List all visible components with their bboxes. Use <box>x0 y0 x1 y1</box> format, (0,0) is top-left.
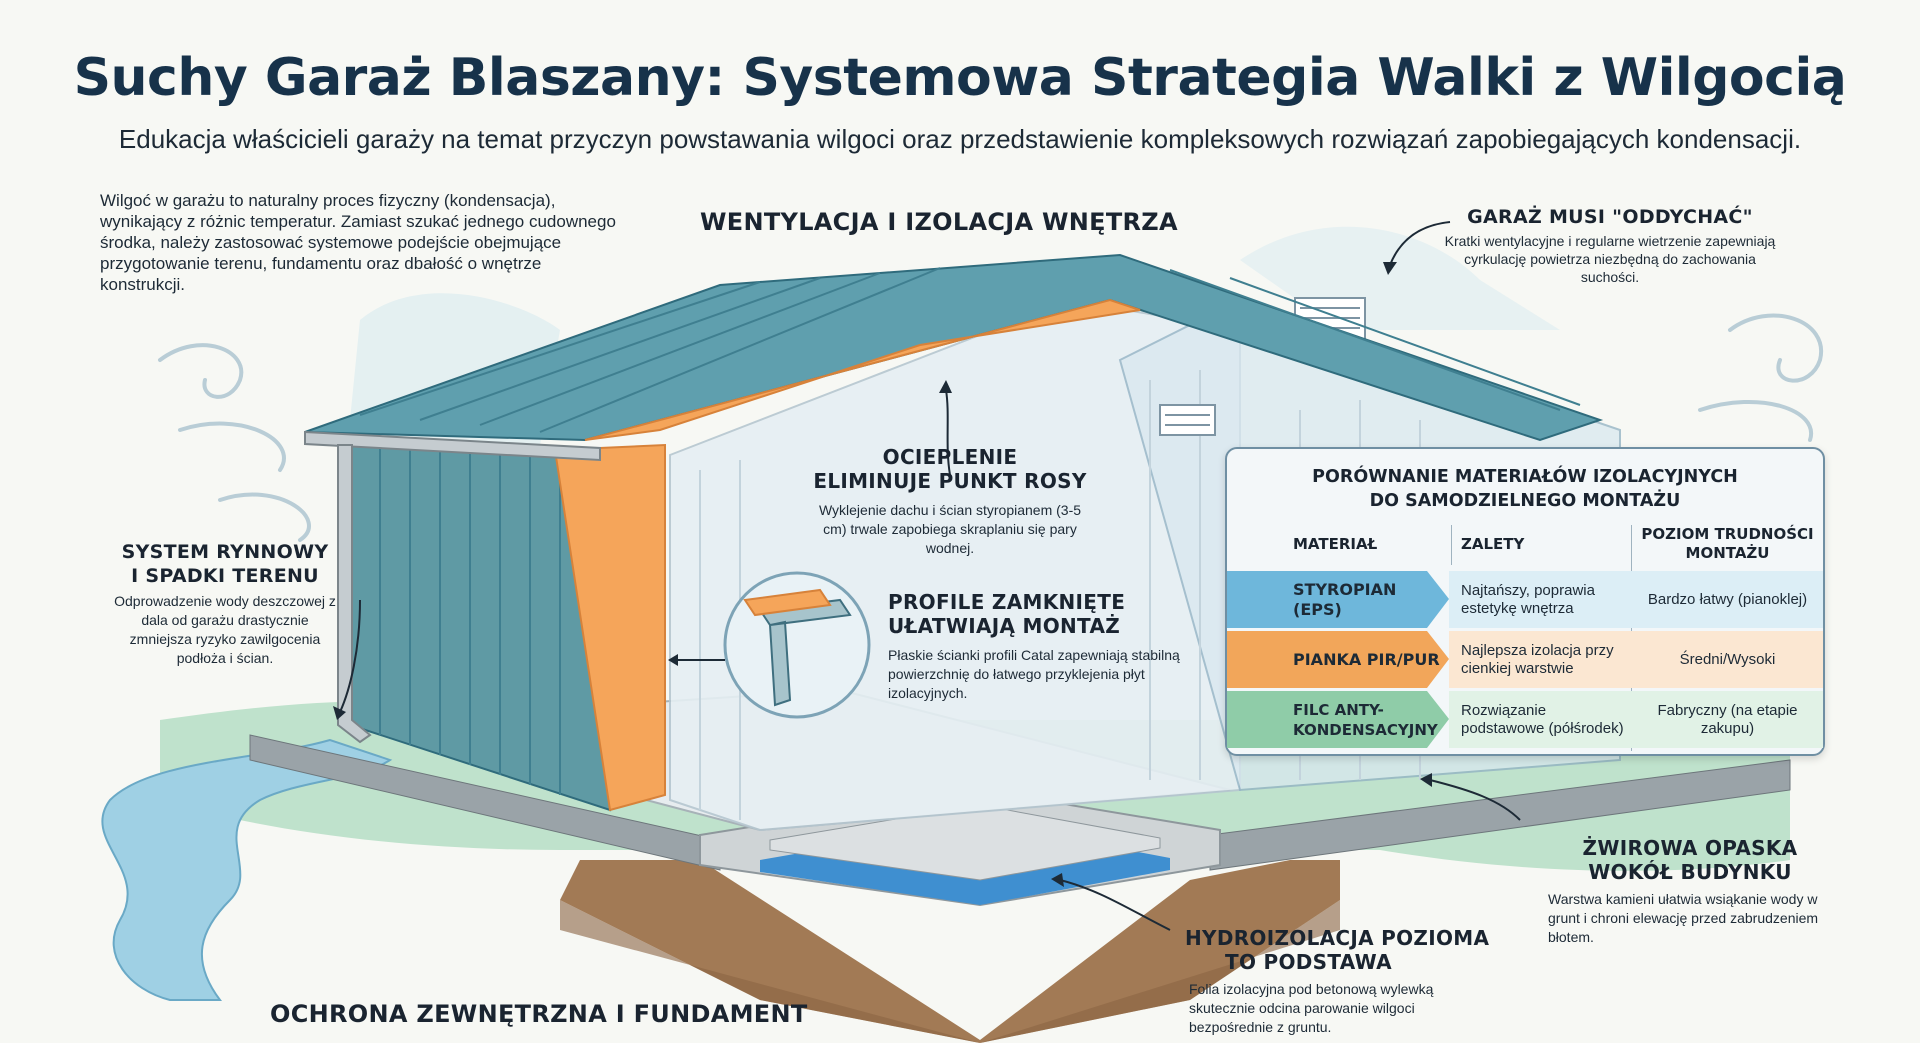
page-title: Suchy Garaż Blaszany: Systemowa Strategi… <box>73 48 1847 108</box>
material-name: FILC ANTY-KONDENSACYJNY <box>1293 700 1438 739</box>
material-name: PIANKA PIR/PUR <box>1293 649 1440 669</box>
callout-text: Płaskie ścianki profili Catal zapewniają… <box>888 647 1180 701</box>
callout-text: Warstwa kamieni ułatwia wsiąkanie wody w… <box>1548 891 1819 945</box>
callout-text: Odprowadzenie wody deszczowej z dala od … <box>114 593 336 666</box>
column-header-difficulty: POZIOM TRUDNOŚCI MONTAŻU <box>1641 525 1814 562</box>
row-tint <box>1449 571 1823 628</box>
table-row: FILC ANTY-KONDENSACYJNY Rozwiązanie pods… <box>1227 691 1823 748</box>
intro-text: Wilgoć w garażu to naturalny proces fizy… <box>100 191 616 294</box>
callout-insulation: OCIEPLENIE ELIMINUJE PUNKT ROSY Wyklejen… <box>810 445 1090 558</box>
material-cell: FILC ANTY-KONDENSACYJNY <box>1227 691 1449 748</box>
callout-text: Kratki wentylacyjne i regularne wietrzen… <box>1444 233 1776 285</box>
row-tint <box>1449 691 1823 748</box>
callout-text: Folia izolacyjna pod betonową wylewką sk… <box>1189 981 1434 1035</box>
difficulty-cell: Bardzo łatwy (pianoklej) <box>1647 590 1808 608</box>
callout-gravel: ŻWIROWA OPASKA WOKÓŁ BUDYNKU Warstwa kam… <box>1540 836 1840 947</box>
column-divider <box>1451 525 1452 565</box>
callout-heading: HYDROIZOLACJA POZIOMA <box>1185 926 1490 950</box>
table-row: STYROPIAN (EPS) Najtańszy, poprawia este… <box>1227 571 1823 628</box>
water-stream <box>101 738 393 1001</box>
material-arrow-tab <box>1227 691 1449 748</box>
material-arrow-tab <box>1227 631 1449 688</box>
soil-section-dark <box>560 900 1340 1043</box>
pros-cell: Rozwiązanie podstawowe (półśrodek) <box>1461 701 1624 737</box>
callout-heading: GARAŻ MUSI "ODDYCHAĆ" <box>1467 206 1753 228</box>
callout-heading: I SPADKI TERENU <box>131 565 319 587</box>
callout-heading: OCIEPLENIE <box>882 445 1018 469</box>
pros-cell: Najtańszy, poprawia estetykę wnętrza <box>1461 581 1595 617</box>
material-cell: STYROPIAN (EPS) <box>1227 571 1449 628</box>
difficulty-cell: Średni/Wysoki <box>1679 650 1776 668</box>
arrowhead-icon <box>333 262 1432 887</box>
roof-insulation <box>584 298 1141 441</box>
material-cell: PIANKA PIR/PUR <box>1227 631 1449 688</box>
column-header-pros: ZALETY <box>1461 535 1525 553</box>
callout-heading: PROFILE ZAMKNIĘTE <box>888 590 1126 614</box>
callout-heading: UŁATWIAJĄ MONTAŻ <box>888 614 1121 638</box>
comparison-table: PORÓWNANIE MATERIAŁÓW IZOLACYJNYCH DO SA… <box>1225 447 1825 756</box>
page-subtitle: Edukacja właścicieli garaży na temat prz… <box>118 124 1802 154</box>
gutter <box>304 430 601 462</box>
section-heading-interior: WENTYLACJA I IZOLACJA WNĘTRZA <box>700 208 1178 236</box>
section-heading-exterior: OCHRONA ZEWNĘTRZNA I FUNDAMENT <box>270 1000 808 1028</box>
callout-heading: SYSTEM RYNNOWY <box>121 541 329 563</box>
column-header-material: MATERIAŁ <box>1293 535 1378 553</box>
wall-insulation <box>553 443 666 812</box>
downpipe <box>337 444 372 744</box>
row-tint <box>1449 631 1823 688</box>
wall-ribs <box>379 442 561 795</box>
callout-arrow <box>339 221 1521 931</box>
callout-heading: TO PODSTAWA <box>1225 950 1392 974</box>
table-title-line: DO SAMODZIELNEGO MONTAŻU <box>1369 491 1681 511</box>
callout-text: Wyklejenie dachu i ścian styropianem (3-… <box>818 502 1082 556</box>
table-title: PORÓWNANIE MATERIAŁÓW IZOLACYJNYCH DO SA… <box>1227 465 1823 513</box>
callout-ventilation: GARAŻ MUSI "ODDYCHAĆ" Kratki wentylacyjn… <box>1440 206 1780 286</box>
callout-heading: WOKÓŁ BUDYNKU <box>1588 860 1792 884</box>
roof-ribs <box>359 267 1581 433</box>
table-title-line: PORÓWNANIE MATERIAŁÓW IZOLACYJNYCH <box>1312 467 1738 487</box>
pros-cell: Najlepsza izolacja przy cienkiej warstwi… <box>1461 641 1614 677</box>
callout-membrane: HYDROIZOLACJA POZIOMA TO PODSTAWA Folia … <box>1185 926 1515 1037</box>
material-arrow-tab <box>1227 571 1449 628</box>
difficulty-cell: Fabryczny (na etapie zakupu) <box>1657 701 1798 737</box>
callout-heading: ELIMINUJE PUNKT ROSY <box>813 469 1087 493</box>
table-row: PIANKA PIR/PUR Najlepsza izolacja przy c… <box>1227 631 1823 688</box>
callout-heading: ŻWIROWA OPASKA <box>1582 836 1798 860</box>
callout-profiles: PROFILE ZAMKNIĘTE UŁATWIAJĄ MONTAŻ Płask… <box>888 590 1188 703</box>
callout-gutters: SYSTEM RYNNOWY I SPADKI TERENU Odprowadz… <box>110 540 340 668</box>
material-name: STYROPIAN (EPS) <box>1293 579 1397 619</box>
